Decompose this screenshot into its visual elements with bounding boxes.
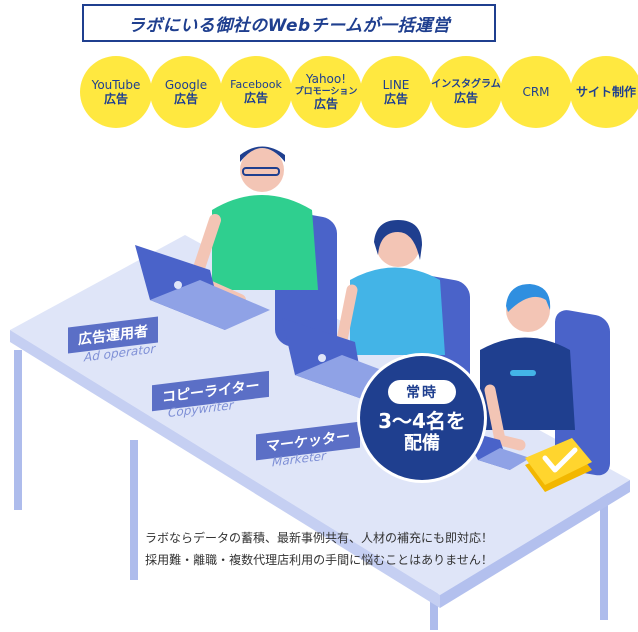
badge-label: インスタグラム (431, 79, 501, 91)
badge-label: CRM (522, 85, 549, 99)
badge-sublabel: 広告 (454, 91, 478, 105)
badge-label: Facebook (230, 78, 282, 91)
badge-line-ads: LINE 広告 (360, 56, 432, 128)
page-title: ラボにいる御社のWebチームが一括運営 (82, 4, 496, 42)
badge-facebook-ads: Facebook 広告 (220, 56, 292, 128)
badge-site-production: サイト制作 (570, 56, 638, 128)
service-badges: YouTube 広告 Google 広告 Facebook 広告 Yahoo! … (80, 56, 638, 128)
badge-label: Yahoo! (306, 72, 346, 86)
person-ad-operator (195, 147, 318, 301)
badge-sublabel: 広告 (174, 92, 198, 106)
badge-crm: CRM (500, 56, 572, 128)
badge-sublabel: 広告 (244, 91, 268, 105)
staff-action: 配備 (404, 432, 440, 455)
badge-label: Google (165, 78, 207, 92)
person-copywriter (340, 220, 445, 355)
staff-pill: 常時 (388, 380, 456, 404)
badge-label: YouTube (92, 78, 141, 92)
badge-sublabel: 広告 (104, 92, 128, 106)
badge-yahoo-ads: Yahoo! プロモーション 広告 (290, 56, 362, 128)
staff-count: 3～4名を (378, 410, 466, 432)
footer-line-1: ラボならデータの蓄積、最新事例共有、人材の補充にも即対応！ (0, 528, 638, 550)
footer-text: ラボならデータの蓄積、最新事例共有、人材の補充にも即対応！ 採用難・離職・複数代… (0, 528, 638, 571)
person-marketer (480, 284, 575, 445)
badge-youtube-ads: YouTube 広告 (80, 56, 152, 128)
badge-sublabel: プロモーション (295, 87, 358, 98)
badge-label: サイト制作 (576, 85, 636, 99)
badge-google-ads: Google 広告 (150, 56, 222, 128)
staff-circle: 常時 3～4名を 配備 (360, 356, 484, 480)
badge-sublabel-2: 広告 (314, 97, 338, 111)
badge-label: LINE (383, 78, 410, 92)
badge-sublabel: 広告 (384, 92, 408, 106)
page-title-text: ラボにいる御社のWebチームが一括運営 (128, 11, 450, 36)
footer-line-2: 採用難・離職・複数代理店利用の手間に悩むことはありません！ (0, 550, 638, 572)
badge-instagram-ads: インスタグラム 広告 (430, 56, 502, 128)
